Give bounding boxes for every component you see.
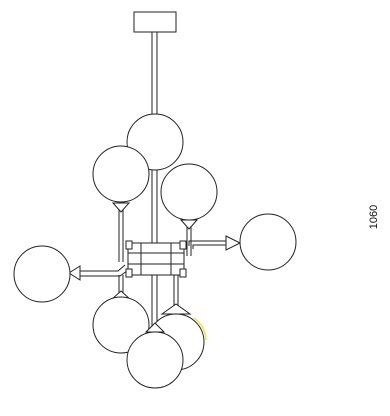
arm-upper-left xyxy=(111,202,131,262)
height-dimension-label: 1060 xyxy=(368,205,380,229)
arm-lower-left xyxy=(109,275,133,301)
globe-bottom xyxy=(126,331,184,389)
globe-upper-left xyxy=(92,145,150,203)
arm-left xyxy=(68,264,128,281)
globe-lower-left xyxy=(92,296,150,354)
arm-lower-right xyxy=(160,275,192,315)
globe-upper-right xyxy=(160,163,218,221)
suspension-rod xyxy=(151,32,158,342)
globe-right xyxy=(239,213,297,271)
arm-right xyxy=(188,235,242,251)
central-hub xyxy=(125,240,187,278)
globe-lower-right-highlight xyxy=(193,317,207,341)
ceiling-canopy xyxy=(133,11,177,33)
globe-left xyxy=(13,245,71,303)
